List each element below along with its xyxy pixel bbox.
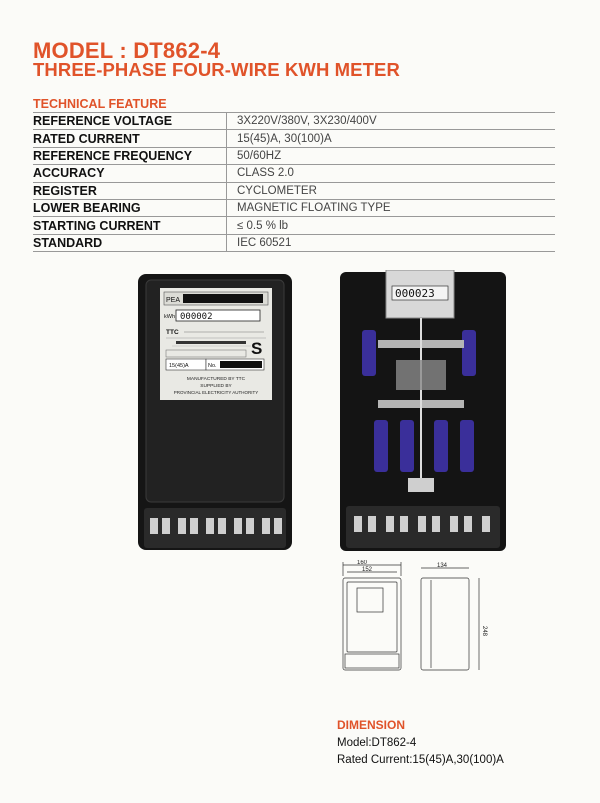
brand-label: TTC (166, 329, 179, 336)
spec-row-lower-bearing: LOWER BEARING MAGNETIC FLOATING TYPE (33, 198, 555, 217)
product-title: THREE-PHASE FOUR-WIRE KWH METER (33, 59, 400, 80)
side-outline (420, 577, 470, 671)
class-mark: S (251, 339, 262, 358)
spec-value: CLASS 2.0 (226, 165, 555, 182)
spec-value: MAGNETIC FLOATING TYPE (226, 199, 555, 217)
manufactured-label: MANUFACTURED BY TTC (187, 376, 246, 382)
pea-label: PEA (166, 297, 180, 304)
meter-front-photo: PEA kWh 000002 TTC S 15(45)A No. MANUFAC… (138, 274, 292, 550)
spec-label: LOWER BEARING (33, 201, 141, 216)
spec-value: CYCLOMETER (226, 182, 555, 199)
supplied-label: SUPPLIED BY (200, 383, 232, 389)
spec-label: REGISTER (33, 183, 97, 198)
coil-left (362, 330, 376, 376)
width-outer-label: 160 (357, 560, 368, 566)
rating-label: 15(45)A (169, 363, 189, 369)
meter-inside-photo: 000023 (340, 270, 506, 551)
width-inner-label: 152 (362, 567, 373, 573)
spec-value: 50/60HZ (226, 147, 555, 165)
spec-value: 3X220V/380V, 3X230/400V (226, 113, 555, 130)
spec-row-starting-current: STARTING CURRENT ≤ 0.5 % lb (33, 216, 555, 234)
spec-value: IEC 60521 (226, 234, 555, 252)
depth-label: 134 (437, 563, 448, 569)
authority-label: PROVINCIAL ELECTRICITY AUTHORITY (174, 390, 259, 395)
number-label: No. (208, 363, 217, 369)
spec-row-standard: STANDARD IEC 60521 (33, 233, 555, 253)
technical-feature-table: TECHNICAL FEATURE REFERENCE VOLTAGE 3X22… (33, 96, 555, 253)
spec-label: REFERENCE FREQUENCY (33, 148, 193, 163)
dimension-model: Model:DT862-4 (337, 737, 417, 749)
spec-value: 15(45)A, 30(100)A (226, 130, 555, 147)
kwh-label: kWh (164, 314, 175, 320)
spec-row-accuracy: ACCURACY CLASS 2.0 (33, 164, 555, 182)
spec-label: STANDARD (33, 235, 103, 250)
spec-value: ≤ 0.5 % lb (226, 217, 555, 234)
spec-row-register: REGISTER CYCLOMETER (33, 181, 555, 199)
spec-label: STARTING CURRENT (33, 218, 161, 233)
model-title: MODEL : DT862-4 (33, 38, 221, 63)
spec-label: RATED CURRENT (33, 131, 140, 146)
dimension-drawing: 160 152 134 248 (342, 560, 487, 671)
spec-row-rated-current: RATED CURRENT 15(45)A, 30(100)A (33, 129, 555, 147)
height-label: 248 (481, 626, 487, 637)
front-outline (342, 577, 402, 671)
dimension-heading: DIMENSION (337, 718, 406, 732)
terminal-screws (150, 518, 282, 534)
spec-label: REFERENCE VOLTAGE (33, 114, 173, 129)
coil-right (462, 330, 476, 376)
register-digits: 000002 (180, 312, 213, 322)
inside-register-digits: 000023 (395, 287, 435, 300)
technical-feature-heading: TECHNICAL FEATURE (33, 97, 167, 111)
spec-row-reference-frequency: REFERENCE FREQUENCY 50/60HZ (33, 146, 555, 165)
spec-label: ACCURACY (33, 166, 105, 181)
dimension-rated-current: Rated Current:15(45)A,30(100)A (337, 754, 504, 766)
spec-row-reference-voltage: REFERENCE VOLTAGE 3X220V/380V, 3X230/400… (33, 112, 555, 130)
